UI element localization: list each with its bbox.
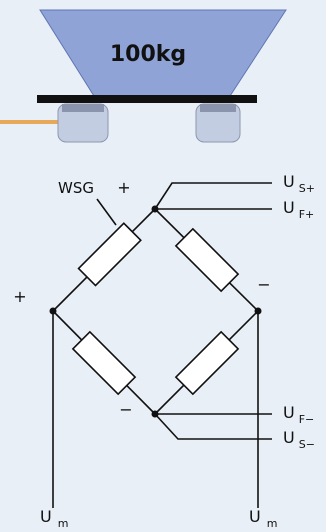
resistors — [71, 222, 240, 396]
plus-left-label: + — [13, 287, 26, 306]
node-right — [254, 307, 262, 315]
scale: 100kg — [0, 9, 287, 143]
wire-us-minus — [154, 413, 272, 440]
wire-us-plus — [154, 182, 272, 210]
strain-gauge-bottom-right — [174, 330, 240, 396]
strain-gauge-top-left — [77, 222, 142, 287]
wsg-label: WSG — [58, 179, 94, 197]
node-top — [151, 205, 159, 213]
strain-gauge-top-right — [174, 227, 240, 293]
load-cell-right — [195, 103, 241, 143]
minus-bottom-label: − — [119, 400, 132, 419]
minus-right-label: − — [257, 275, 270, 294]
load-cell-left — [57, 103, 109, 143]
wsg-pointer — [96, 198, 117, 226]
junctions — [49, 205, 262, 418]
plus-top-label: + — [117, 178, 130, 197]
platform — [37, 95, 257, 103]
strain-gauge-bottom-left — [71, 330, 137, 396]
node-left — [49, 307, 57, 315]
weight-label: 100kg — [110, 42, 186, 67]
node-bottom — [151, 410, 159, 418]
